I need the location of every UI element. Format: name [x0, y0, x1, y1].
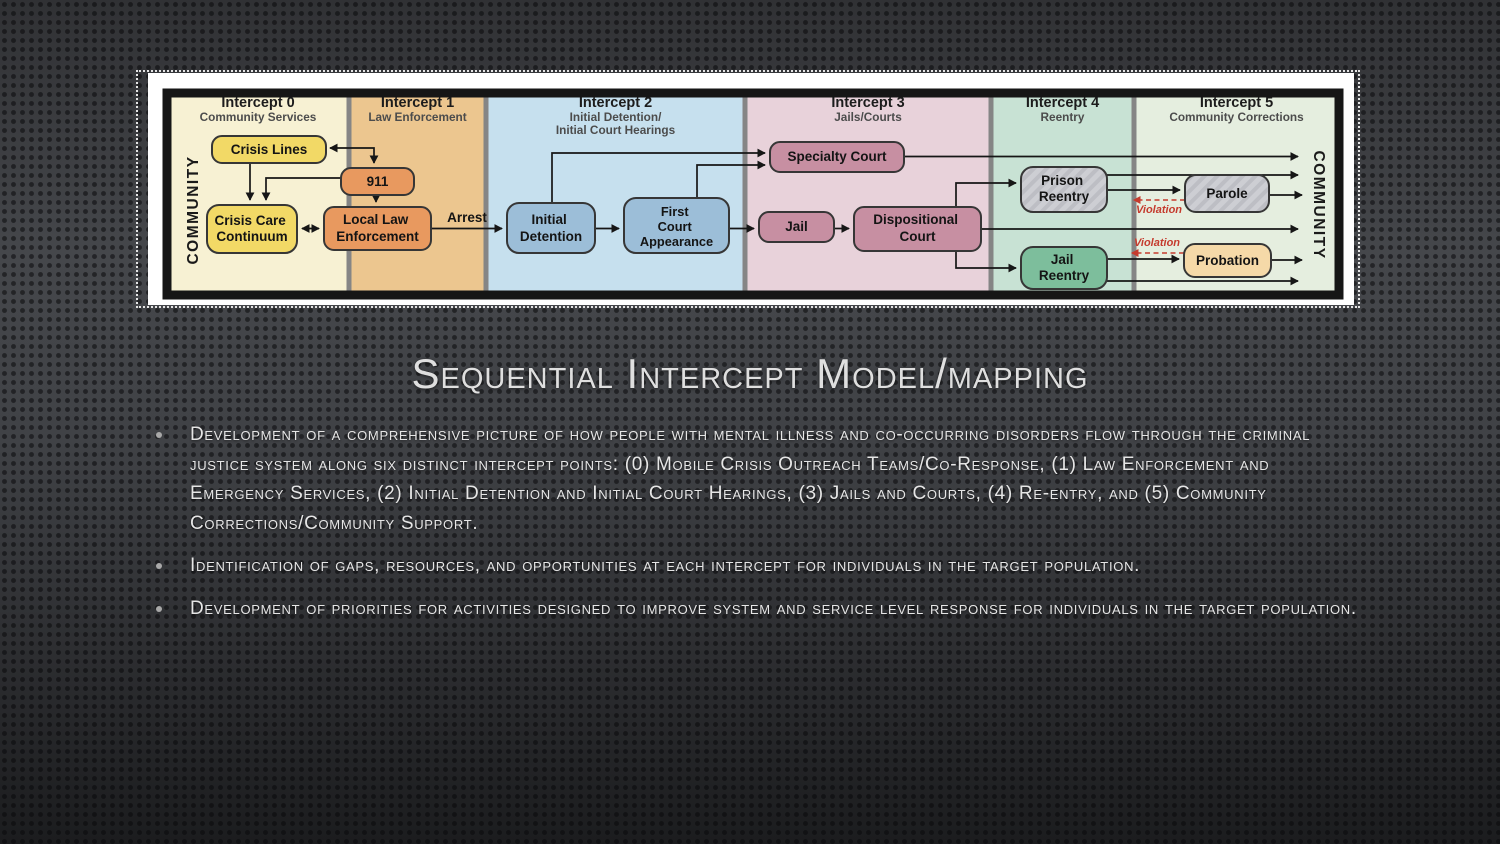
- sim-diagram-canvas: Intercept 0 Community Services Intercept…: [148, 73, 1354, 305]
- dispositional-court-box: [853, 206, 982, 252]
- intercept-5-title: Intercept 5: [1200, 95, 1273, 111]
- intercept-2-subtitle: Initial Detention/: [570, 110, 662, 124]
- violation-label-bottom: Violation: [1134, 237, 1180, 249]
- diagram-nodes: Crisis Lines 911 Crisis Care Continuum L…: [206, 135, 1272, 290]
- prison-reentry-box: [1020, 166, 1108, 213]
- intercept-1-title: Intercept 1: [381, 95, 454, 111]
- first-court-appearance-label: First Court Appearance: [640, 204, 713, 249]
- jail-reentry-label: Jail Reentry: [1039, 252, 1090, 283]
- jail-box: [758, 211, 835, 243]
- crisis-lines-box: [211, 135, 327, 164]
- intercept-3-subtitle: Jails/Courts: [834, 110, 902, 124]
- probation-label: Probation: [1196, 253, 1259, 268]
- violation-arrows: [1130, 196, 1185, 257]
- crisis-lines-label: Crisis Lines: [231, 142, 308, 157]
- specialty-court-box: [769, 141, 905, 173]
- flow-arrows: [245, 143, 1303, 286]
- initial-detention-box: [506, 202, 596, 254]
- community-label-left: COMMUNITY: [185, 155, 202, 264]
- bullet-dot-icon: [156, 563, 162, 569]
- parole-label: Parole: [1206, 186, 1248, 201]
- violation-label-top: Violation: [1136, 204, 1182, 216]
- bullet-text: Development of priorities for activities…: [190, 597, 1357, 619]
- crisis-care-continuum-box: [206, 204, 298, 254]
- intercept-0-title: Intercept 0: [221, 95, 294, 111]
- band-intercept-2: [486, 93, 745, 295]
- intercept-4-title: Intercept 4: [1026, 95, 1099, 111]
- sim-diagram-picture: Intercept 0 Community Services Intercept…: [136, 70, 1360, 308]
- bullet-text: Identification of gaps, resources, and o…: [190, 555, 1141, 576]
- local-law-enforcement-box: [323, 206, 432, 251]
- band-intercept-3: [745, 93, 991, 295]
- bullet-item: Development of a comprehensive picture o…: [152, 420, 1367, 538]
- band-intercept-0: [167, 93, 349, 295]
- specialty-court-label: Specialty Court: [787, 149, 887, 164]
- bullet-text: Development of a comprehensive picture o…: [190, 424, 1311, 534]
- prison-reentry-label: Prison Reentry: [1039, 173, 1090, 204]
- intercept-headers: Intercept 0 Community Services Intercept…: [200, 95, 1304, 137]
- 911-label: 911: [367, 174, 389, 189]
- page-title: Sequential Intercept Model/mapping: [411, 350, 1089, 397]
- crisis-care-continuum-label: Crisis Care Continuum: [214, 213, 289, 244]
- intercept-0-subtitle: Community Services: [200, 110, 317, 124]
- local-law-enforcement-label: Local Law Enforcement: [336, 212, 419, 244]
- arrest-label: Arrest: [447, 210, 487, 225]
- 911-box: [340, 167, 415, 196]
- bullet-item: Identification of gaps, resources, and o…: [152, 551, 1367, 581]
- parole-box: [1184, 174, 1270, 213]
- intercept-2-title: Intercept 2: [579, 95, 652, 111]
- bullet-dot-icon: [156, 605, 162, 612]
- sequential-intercept-diagram: Intercept 0 Community Services Intercept…: [162, 88, 1344, 300]
- bullet-list: Development of a comprehensive picture o…: [152, 420, 1367, 636]
- initial-detention-label: Initial Detention: [520, 212, 582, 244]
- intercept-5-subtitle: Community Corrections: [1169, 110, 1304, 124]
- intercept-3-title: Intercept 3: [831, 95, 904, 111]
- diagram-frame: [162, 88, 1344, 300]
- intercept-2-subtitle-2: Initial Court Hearings: [556, 123, 676, 137]
- jail-reentry-box: [1020, 246, 1108, 290]
- dispositional-court-label: Dispositional Court: [873, 212, 962, 244]
- jail-label: Jail: [785, 219, 808, 234]
- bullet-item: Development of priorities for activities…: [152, 594, 1367, 624]
- probation-box: [1183, 243, 1272, 278]
- intercept-4-subtitle: Reentry: [1041, 110, 1085, 124]
- community-label-right: COMMUNITY: [1310, 150, 1327, 259]
- intercept-1-subtitle: Law Enforcement: [368, 110, 466, 124]
- bullet-dot-icon: [156, 432, 162, 438]
- first-court-appearance-box: [623, 197, 730, 254]
